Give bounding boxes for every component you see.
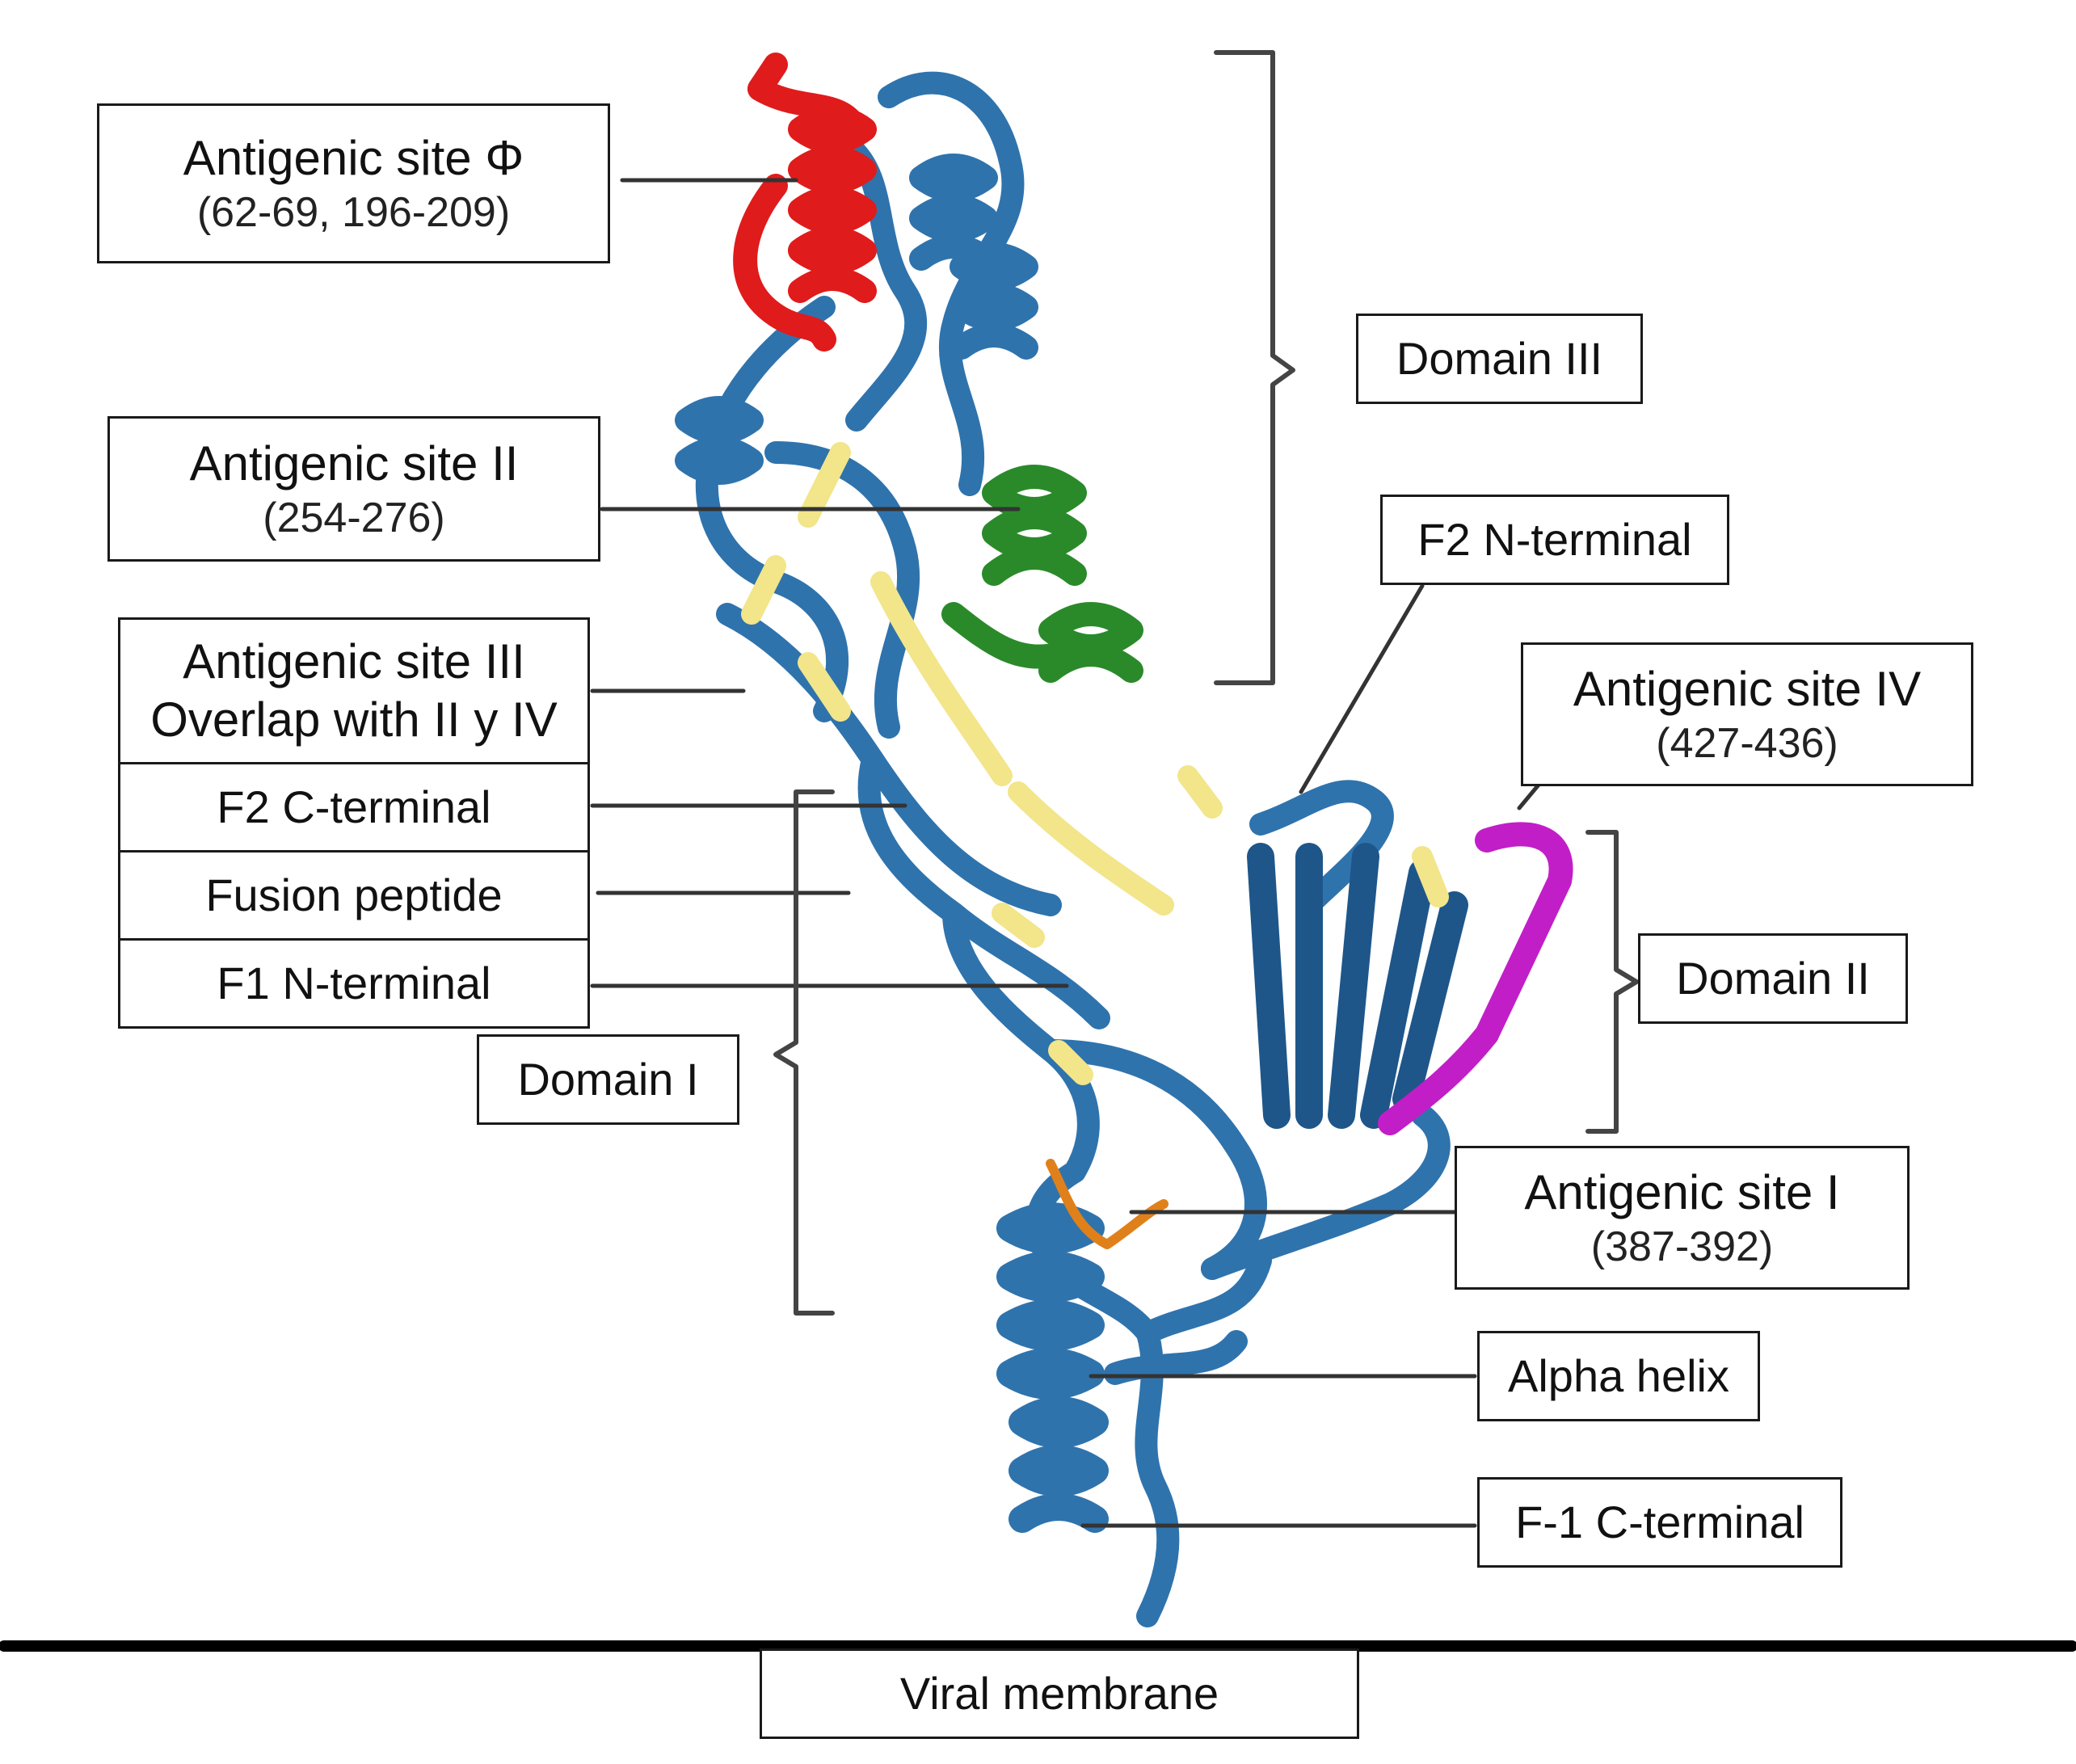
label-antigenic-site-i-range: (387-392) xyxy=(1590,1223,1774,1270)
label-domain-ii: Domain II xyxy=(1638,933,1908,1024)
label-fusion-peptide-text: Fusion peptide xyxy=(205,869,503,921)
label-antigenic-site-ii-title: Antigenic site II xyxy=(189,436,519,490)
label-f2-n-terminal: F2 N-terminal xyxy=(1380,495,1729,585)
label-antigenic-site-iv-title: Antigenic site IV xyxy=(1573,661,1922,716)
leader-lines xyxy=(590,178,1542,1528)
label-antigenic-site-phi-range: (62-69, 196-209) xyxy=(196,188,511,236)
alpha-helix-coil xyxy=(996,1202,1109,1533)
label-antigenic-site-i-title: Antigenic site I xyxy=(1524,1164,1840,1219)
helix-upper xyxy=(675,154,1038,485)
label-f1-c-terminal: F-1 C-terminal xyxy=(1477,1477,1842,1568)
label-antigenic-site-iv-range: (427-436) xyxy=(1656,719,1838,767)
site-ii-region xyxy=(941,465,1143,683)
label-antigenic-site-iii-title: Antigenic site III xyxy=(183,634,525,688)
label-domain-iii-text: Domain III xyxy=(1396,333,1603,385)
protein-backbone xyxy=(695,71,1451,1627)
label-f2-c-terminal-text: F2 C-terminal xyxy=(217,781,491,833)
label-viral-membrane-text: Viral membrane xyxy=(899,1668,1219,1720)
label-antigenic-site-iv: Antigenic site IV (427-436) xyxy=(1521,642,1973,786)
label-f1-n-terminal-text: F1 N-terminal xyxy=(217,958,491,1009)
label-antigenic-site-iii-sub: Overlap with II y IV xyxy=(150,693,558,747)
label-antigenic-site-ii: Antigenic site II (254-276) xyxy=(107,416,600,562)
label-f2-c-terminal: F2 C-terminal xyxy=(118,762,590,853)
site-i-region xyxy=(1046,1159,1169,1249)
beta-sheet-domain-ii xyxy=(1247,843,1468,1129)
label-alpha-helix: Alpha helix xyxy=(1477,1331,1760,1421)
label-domain-i: Domain I xyxy=(477,1034,739,1125)
brackets xyxy=(773,50,1639,1316)
label-antigenic-site-i: Antigenic site I (387-392) xyxy=(1455,1146,1910,1290)
label-f1-n-terminal: F1 N-terminal xyxy=(118,938,590,1029)
site-iii-strands xyxy=(741,442,1449,1085)
label-antigenic-site-phi: Antigenic site Φ (62-69, 196-209) xyxy=(97,103,610,263)
label-domain-ii-text: Domain II xyxy=(1676,953,1870,1004)
label-f2-n-terminal-text: F2 N-terminal xyxy=(1417,514,1692,566)
label-alpha-helix-text: Alpha helix xyxy=(1508,1350,1729,1402)
label-domain-iii: Domain III xyxy=(1356,314,1643,404)
label-fusion-peptide: Fusion peptide xyxy=(118,850,590,941)
label-antigenic-site-ii-range: (254-276) xyxy=(263,494,445,541)
site-phi-region xyxy=(733,53,877,352)
domain-ii-bracket xyxy=(1585,830,1639,1134)
domain-iii-bracket xyxy=(1214,50,1295,685)
label-domain-i-text: Domain I xyxy=(517,1054,699,1105)
site-iv-region xyxy=(1378,822,1573,1135)
domain-i-bracket xyxy=(773,789,835,1316)
label-f1-c-terminal-text: F-1 C-terminal xyxy=(1515,1497,1804,1548)
label-antigenic-site-iii: Antigenic site III Overlap with II y IV xyxy=(118,617,590,764)
label-antigenic-site-phi-title: Antigenic site Φ xyxy=(183,130,524,185)
label-viral-membrane: Viral membrane xyxy=(760,1648,1359,1739)
